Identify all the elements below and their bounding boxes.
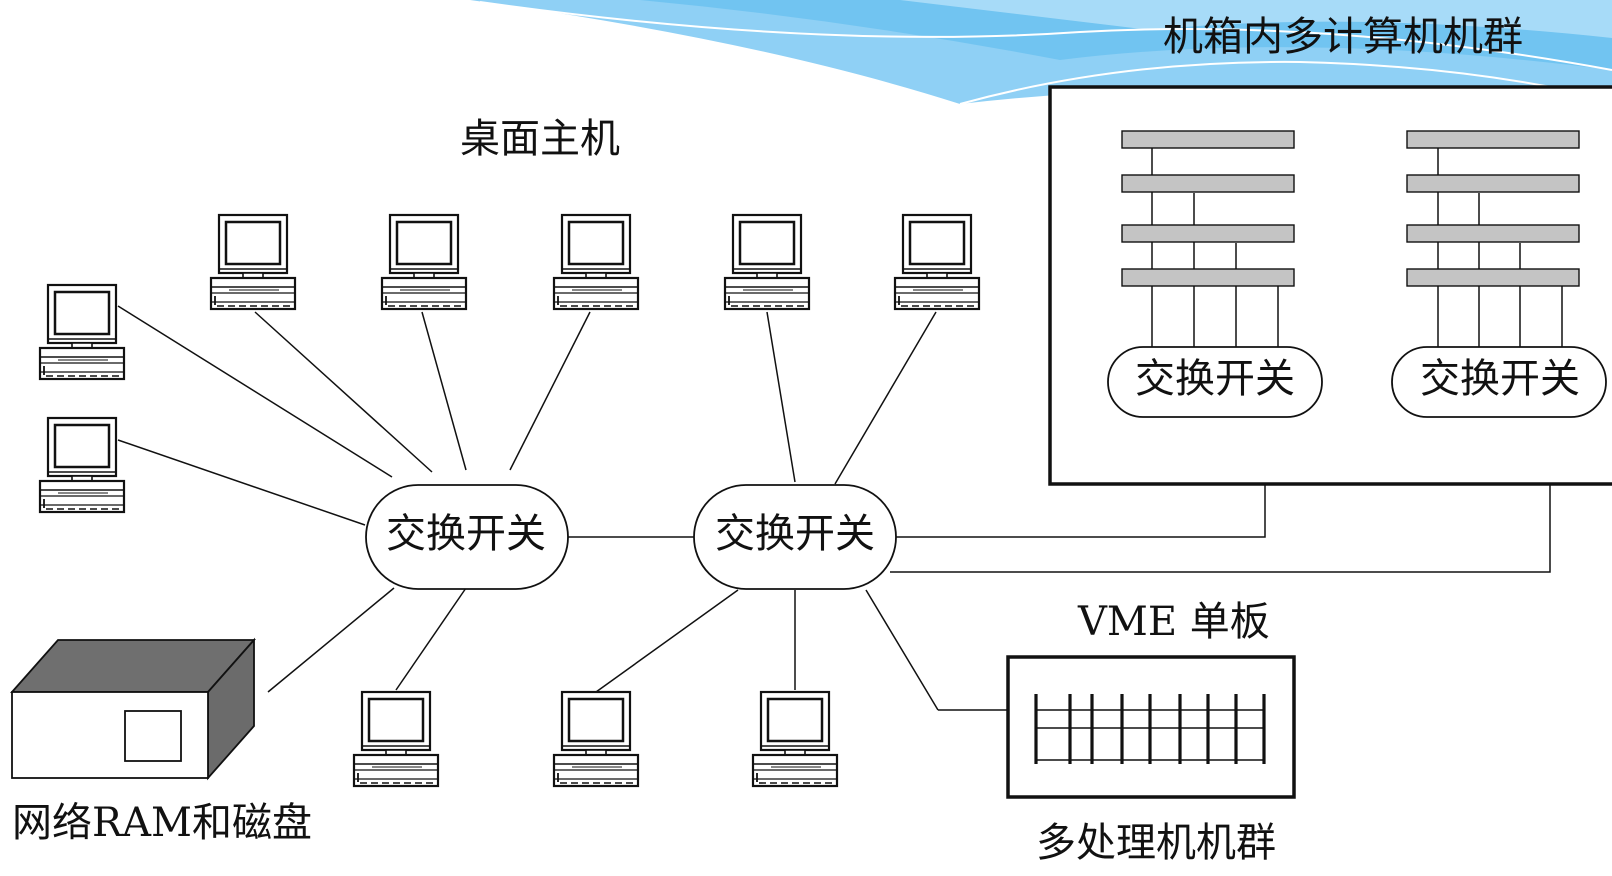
switch-chassis-right: 交换开关 bbox=[1391, 346, 1607, 418]
svg-text:交换开关: 交换开关 bbox=[386, 511, 546, 557]
desktop-computer-icon bbox=[552, 213, 640, 311]
storage-box-icon bbox=[10, 637, 256, 781]
chassis-cluster-label: 机箱内多计算机机群 bbox=[1163, 14, 1523, 60]
svg-text:交换开关: 交换开关 bbox=[1420, 356, 1580, 402]
desktop-computer-icon bbox=[552, 690, 640, 788]
desktop-computer-icon bbox=[209, 213, 297, 311]
svg-text:交换开关: 交换开关 bbox=[715, 511, 875, 557]
processor-bars-left bbox=[1121, 130, 1295, 287]
network-ram-disk-label: 网络RAM和磁盘 bbox=[12, 800, 312, 846]
desktop-computer-icon bbox=[38, 416, 126, 514]
decorative-banner bbox=[470, 0, 1612, 112]
processor-bars-right bbox=[1406, 130, 1580, 287]
chassis-cluster-box bbox=[1048, 85, 1612, 486]
switch-left: 交换开关 bbox=[365, 484, 569, 590]
svg-text:交换开关: 交换开关 bbox=[1135, 356, 1295, 402]
switch-chassis-left: 交换开关 bbox=[1107, 346, 1323, 418]
desktop-computer-icon bbox=[751, 690, 839, 788]
switch-center: 交换开关 bbox=[693, 484, 897, 590]
multiprocessor-cluster-label: 多处理机机群 bbox=[1036, 820, 1276, 866]
vme-board-icon bbox=[1006, 655, 1296, 799]
vme-boards-label: VME 单板 bbox=[1077, 599, 1270, 645]
desktop-hosts-label: 桌面主机 bbox=[460, 116, 620, 162]
desktop-computer-icon bbox=[380, 213, 468, 311]
desktop-computer-icon bbox=[38, 283, 126, 381]
desktop-computer-icon bbox=[723, 213, 811, 311]
desktop-computer-icon bbox=[352, 690, 440, 788]
desktop-computer-icon bbox=[893, 213, 981, 311]
